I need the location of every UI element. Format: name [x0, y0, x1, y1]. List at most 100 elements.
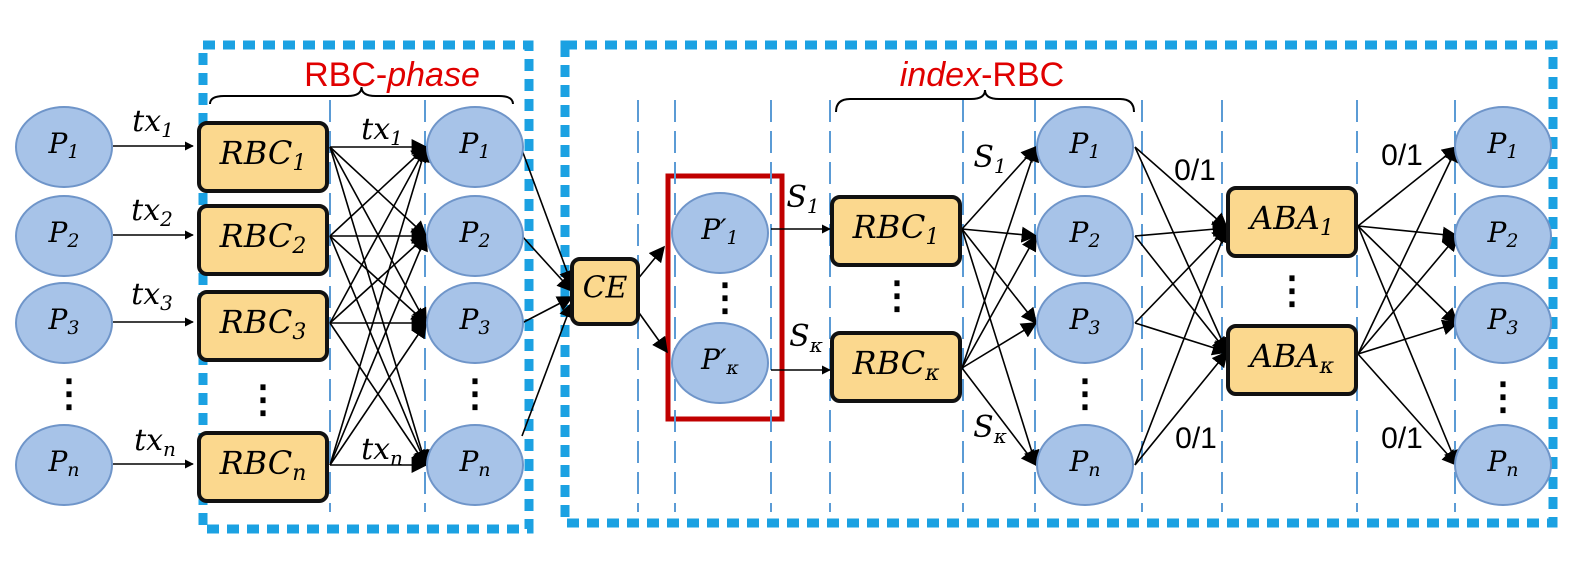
edge-aba-to-node: [1357, 234, 1459, 355]
box-rbc-phase-2-label: RBC3: [219, 303, 307, 346]
node-col1-3-label: Pn: [47, 445, 79, 482]
ellipsis-rbc-phase: ⋮: [244, 379, 282, 421]
label-s-out-1: Sκ: [973, 410, 1007, 448]
node-col2-1: P2: [426, 195, 524, 277]
box-rbc-phase-2: RBC3: [197, 290, 329, 362]
edge-rbc-to-node: [329, 234, 428, 324]
node-col3-1-label: P2: [1069, 216, 1101, 253]
ellipsis-prime: ⋮: [706, 277, 744, 319]
box-ce: CE: [570, 257, 640, 326]
edge-aba-to-node: [1357, 145, 1459, 355]
edge-aba-to-node: [1357, 225, 1459, 243]
node-col1-2: P3: [15, 282, 113, 364]
edge-node-to-aba: [1134, 221, 1229, 238]
labels: RBC-phase index-RBC ⋮⋮⋮⋮⋮⋮⋮⋮tx1tx2tx3txn…: [50, 56, 1522, 470]
node-col4-2-label: P3: [1487, 303, 1519, 340]
edge-node-to-ce: [521, 301, 575, 437]
node-col1-1-label: P2: [48, 216, 80, 253]
node-col2-0: P1: [426, 106, 524, 188]
edge-aba-to-node: [1357, 319, 1459, 355]
rbc-phase-border: [198, 40, 534, 534]
node-prime-1-label: P′κ: [700, 343, 739, 380]
node-col2-0-label: P1: [459, 127, 491, 164]
rbc-phase-title: RBC-phase: [304, 56, 480, 94]
label-tx-in-3: txn: [134, 423, 176, 461]
edge-index-rbc-to-node: [961, 145, 1040, 369]
ellipsis-col1: ⋮: [50, 373, 88, 415]
ellipsis-col4: ⋮: [1484, 376, 1522, 418]
box-aba-1: ABAκ: [1226, 324, 1358, 396]
node-col4-3: Pn: [1454, 424, 1552, 506]
node-prime-0-label: P′1: [700, 213, 738, 250]
label-s-in-0: S1: [786, 180, 819, 218]
edge-node-to-aba: [1134, 226, 1229, 324]
box-rbc-phase-1-label: RBC2: [219, 217, 307, 260]
edge-ce-to-prime: [636, 245, 666, 281]
node-col1-2-label: P3: [48, 303, 80, 340]
node-col3-2-label: P3: [1069, 303, 1101, 340]
edge-node-to-aba: [1134, 235, 1228, 354]
edge-ce-to-prime: [636, 309, 668, 354]
edge-rbc-to-node: [329, 145, 428, 237]
node-col3-3-label: Pn: [1068, 445, 1100, 482]
node-prime-0: P′1: [671, 192, 769, 274]
node-col1-1: P2: [15, 195, 113, 277]
edges: [113, 139, 1459, 473]
index-rbc-brace: [835, 89, 1135, 113]
edge-node-to-aba: [1134, 146, 1229, 354]
box-aba-0: ABA1: [1226, 186, 1358, 258]
label-tx-in-2: tx3: [131, 277, 173, 315]
edge-node-to-ce: [521, 149, 575, 287]
node-col4-1: P2: [1454, 195, 1552, 277]
node-prime-1: P′κ: [671, 322, 769, 404]
node-col4-0: P1: [1454, 106, 1552, 188]
ellipsis-index-rbc: ⋮: [878, 275, 916, 317]
rbc-phase-brace: [209, 86, 514, 105]
label-bit-col3-bottom: 0/1: [1175, 422, 1217, 455]
box-index-rbc-0-label: RBC1: [852, 208, 940, 251]
edge-index-rbc-to-node: [961, 145, 1038, 230]
node-col1-3: Pn: [15, 424, 113, 506]
node-col3-1: P2: [1036, 195, 1134, 277]
node-col4-0-label: P1: [1487, 127, 1519, 164]
box-rbc-phase-3-label: RBCn: [219, 444, 307, 487]
edge-rbc-to-node: [329, 321, 427, 466]
box-rbc-phase-1: RBC2: [197, 204, 329, 276]
index-rbc-title: index-RBC: [900, 56, 1064, 94]
phase-borders: [198, 40, 1558, 534]
edge-node-to-aba: [1134, 350, 1229, 466]
node-col4-3-label: Pn: [1486, 445, 1518, 482]
node-col2-2-label: P3: [459, 303, 491, 340]
edge-node-to-aba: [1134, 146, 1229, 230]
node-col1-0: P1: [15, 106, 113, 188]
edge-node-to-aba: [1134, 226, 1230, 466]
edge-aba-to-node: [1357, 353, 1459, 467]
box-ce-label: CE: [583, 271, 628, 306]
ellipsis-col3: ⋮: [1066, 373, 1104, 415]
node-col1-0-label: P1: [48, 127, 80, 164]
edge-index-rbc-to-node: [961, 226, 1038, 243]
edge-index-rbc-to-node: [961, 228, 1040, 467]
edge-index-rbc-to-node: [961, 228, 1037, 325]
box-index-rbc-1: RBCκ: [830, 331, 962, 403]
box-index-rbc-0: RBC1: [830, 195, 962, 267]
node-col3-0: P1: [1036, 106, 1134, 188]
edge-rbc-to-node: [329, 145, 427, 324]
node-col3-0-label: P1: [1069, 127, 1101, 164]
box-rbc-phase-3: RBCn: [197, 431, 329, 503]
index-rbc-border: [560, 40, 1558, 528]
node-col3-3: Pn: [1036, 424, 1134, 506]
edge-node-to-aba: [1134, 322, 1229, 356]
node-col4-2: P3: [1454, 282, 1552, 364]
prime-highlight-box: [665, 173, 785, 422]
ellipsis-aba: ⋮: [1273, 270, 1311, 312]
edge-node-to-ce: [521, 296, 574, 324]
edge-rbc-to-node: [329, 234, 428, 466]
node-col2-3-label: Pn: [458, 445, 490, 482]
edge-rbc-to-node: [329, 145, 430, 466]
label-bit-aba-bottom: 0/1: [1381, 422, 1423, 455]
edge-aba-to-node: [1357, 225, 1459, 325]
label-tx-in-1: tx2: [131, 193, 173, 231]
